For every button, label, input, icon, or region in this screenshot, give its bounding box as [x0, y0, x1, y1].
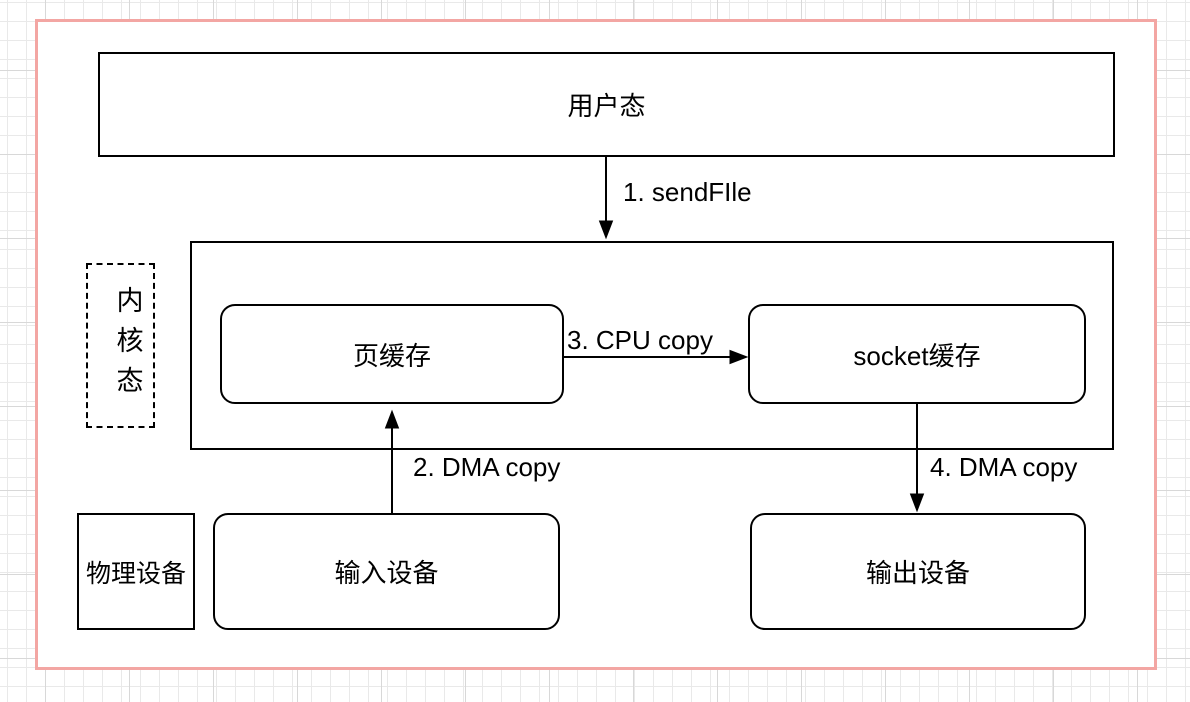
node-socket-cache[interactable]: socket缓存 — [748, 304, 1086, 404]
node-kernel-container[interactable] — [190, 241, 1114, 450]
node-input-device[interactable]: 输入设备 — [213, 513, 560, 630]
node-user-mode[interactable]: 用户态 — [98, 52, 1115, 157]
edge-cpu-copy-arrow[interactable] — [564, 349, 749, 365]
node-output-device-label: 输出设备 — [865, 558, 970, 588]
node-page-cache-label: 页缓存 — [352, 340, 431, 371]
node-kernel-mode-tag-label: 内核态 — [112, 285, 143, 406]
edge-dma-in-arrow[interactable] — [384, 409, 400, 513]
node-input-device-label: 输入设备 — [334, 558, 439, 588]
node-kernel-mode-tag[interactable]: 内核态 — [86, 263, 155, 428]
node-user-mode-label: 用户态 — [567, 91, 646, 121]
edge-dma-out-arrow[interactable] — [909, 404, 925, 513]
node-socket-cache-label: socket缓存 — [853, 340, 981, 371]
edge-sendfile-arrow[interactable] — [598, 157, 614, 240]
node-output-device[interactable]: 输出设备 — [750, 513, 1086, 630]
node-physical-device-label: 物理设备 — [85, 559, 186, 588]
node-physical-device[interactable]: 物理设备 — [77, 513, 195, 630]
edge-dma-in-label[interactable]: 2. DMA copy — [413, 452, 561, 482]
edge-dma-out-label[interactable]: 4. DMA copy — [930, 452, 1078, 482]
node-page-cache[interactable]: 页缓存 — [220, 304, 564, 404]
edge-cpu-copy-label[interactable]: 3. CPU copy — [567, 325, 713, 355]
edge-sendfile-label[interactable]: 1. sendFIle — [623, 177, 752, 207]
